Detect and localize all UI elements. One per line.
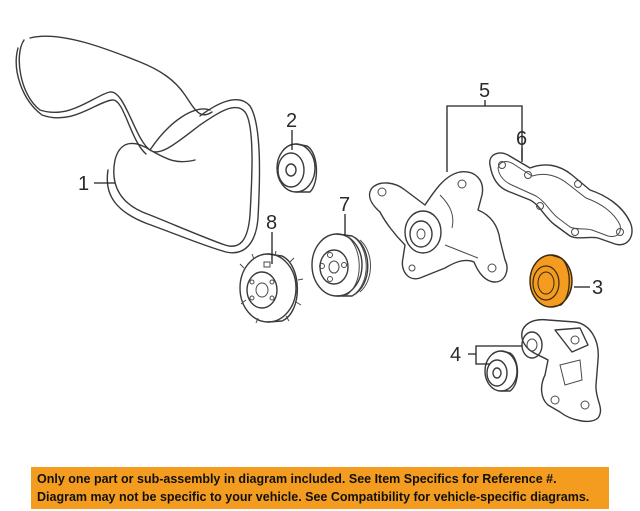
disclaimer-line-1: Only one part or sub-assembly in diagram… xyxy=(37,472,557,486)
highlighted-pulley-part[interactable] xyxy=(529,254,573,308)
water-pump-part[interactable] xyxy=(368,171,508,283)
callout-leaders xyxy=(94,100,590,365)
drive-belt-part[interactable] xyxy=(15,35,261,254)
callout-2: 2 xyxy=(286,110,297,132)
water-pump-pulley-part[interactable] xyxy=(311,233,371,297)
callout-3: 3 xyxy=(592,277,603,299)
water-pump-gasket-part[interactable] xyxy=(489,152,633,246)
leader-5 xyxy=(446,100,523,172)
idler-pulley-part[interactable] xyxy=(276,143,318,193)
callout-5: 5 xyxy=(479,80,490,102)
callout-7: 7 xyxy=(339,194,350,216)
disclaimer-line-2: Diagram may not be specific to your vehi… xyxy=(37,490,590,504)
disclaimer-banner: Only one part or sub-assembly in diagram… xyxy=(31,467,609,509)
callout-6: 6 xyxy=(516,128,527,150)
belt-tensioner-part[interactable] xyxy=(484,318,602,422)
exploded-parts-diagram: 1 2 3 4 5 6 7 8 xyxy=(15,35,633,422)
callout-4: 4 xyxy=(450,344,461,366)
callout-8: 8 xyxy=(266,212,277,234)
leader-4 xyxy=(468,345,522,365)
callout-1: 1 xyxy=(78,173,89,195)
fan-clutch-part[interactable] xyxy=(239,250,304,324)
